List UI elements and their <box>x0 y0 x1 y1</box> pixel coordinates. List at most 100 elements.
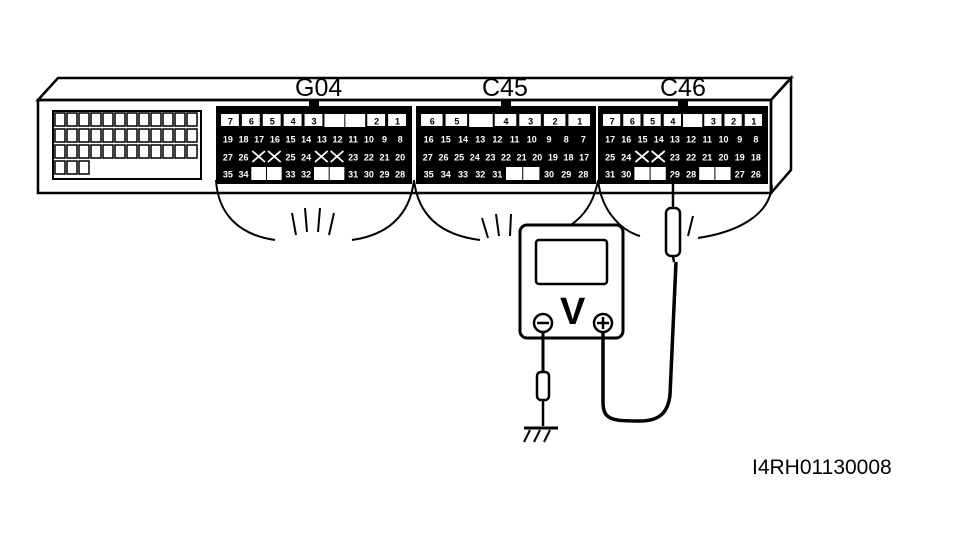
left-grid-cell <box>186 112 198 127</box>
svg-text:19: 19 <box>548 153 558 163</box>
svg-text:19: 19 <box>735 153 745 163</box>
connector-pin <box>329 167 345 180</box>
left-grid-cell <box>126 128 138 143</box>
svg-text:21: 21 <box>702 153 712 163</box>
svg-text:15: 15 <box>441 135 451 145</box>
connector-pin: 29 <box>561 170 571 180</box>
svg-text:3: 3 <box>711 117 716 127</box>
left-grid-cell <box>66 144 78 159</box>
connector-pin: 17 <box>254 135 264 145</box>
positive-lead <box>601 176 682 423</box>
connector-pin: 17 <box>579 153 589 163</box>
connector-pin: 5 <box>262 114 281 127</box>
svg-text:32: 32 <box>301 170 311 180</box>
svg-text:27: 27 <box>223 153 233 163</box>
connector-pin: 35 <box>223 170 233 180</box>
left-grid-cell <box>186 128 198 143</box>
svg-text:23: 23 <box>348 153 358 163</box>
left-grid-cell <box>66 160 78 175</box>
connector-pin: 34 <box>238 170 248 180</box>
meter-voltage-symbol: V <box>560 291 586 333</box>
svg-text:31: 31 <box>492 170 502 180</box>
connector-pin <box>267 167 282 180</box>
svg-text:9: 9 <box>382 135 387 145</box>
connector-pin: 29 <box>379 170 389 180</box>
left-grid-cell <box>138 112 150 127</box>
svg-text:5: 5 <box>270 117 275 127</box>
connector-pin: 8 <box>564 135 569 145</box>
connector-pin: 19 <box>548 153 558 163</box>
connector-pin <box>699 167 715 180</box>
left-grid-cell <box>54 112 66 127</box>
svg-text:24: 24 <box>470 153 480 163</box>
connector-pin: 8 <box>398 135 403 145</box>
svg-text:9: 9 <box>546 135 551 145</box>
svg-text:19: 19 <box>223 135 233 145</box>
svg-text:13: 13 <box>670 135 680 145</box>
negative-lead <box>535 332 551 426</box>
left-grid-cell <box>66 112 78 127</box>
connector-pin: 3 <box>519 114 541 127</box>
connector-pin: 14 <box>301 135 311 145</box>
connector-pin <box>634 167 650 180</box>
connector-pin: 29 <box>670 170 680 180</box>
svg-text:18: 18 <box>751 153 761 163</box>
connector-pin: 32 <box>475 170 485 180</box>
left-grid-cell <box>138 128 150 143</box>
svg-text:20: 20 <box>532 153 542 163</box>
svg-text:12: 12 <box>686 135 696 145</box>
svg-text:13: 13 <box>475 135 485 145</box>
left-grid-cell <box>54 128 66 143</box>
connector-label-g04: G04 <box>295 74 342 102</box>
connector-pin: 1 <box>388 114 406 127</box>
left-grid-cell <box>126 144 138 159</box>
connector-pin <box>324 114 345 127</box>
connector-pin: 12 <box>332 135 342 145</box>
connector-pin: 19 <box>223 135 233 145</box>
connector-label-c45: C45 <box>482 74 528 102</box>
connector-pin: 7 <box>603 114 621 127</box>
connector-pin: 23 <box>485 153 495 163</box>
svg-text:20: 20 <box>718 153 728 163</box>
svg-text:18: 18 <box>564 153 574 163</box>
svg-text:29: 29 <box>670 170 680 180</box>
connector-pin: 21 <box>379 153 389 163</box>
left-grid-cell <box>90 144 102 159</box>
connector-pin: 10 <box>718 135 728 145</box>
svg-text:29: 29 <box>561 170 571 180</box>
svg-text:12: 12 <box>492 135 502 145</box>
connector-pin: 31 <box>492 170 502 180</box>
connector-pin: 6 <box>421 114 443 127</box>
svg-text:22: 22 <box>364 153 374 163</box>
left-grid-cell <box>114 112 126 127</box>
connector-pin: 20 <box>532 153 542 163</box>
connector-pin: 35 <box>424 170 434 180</box>
positive-terminal-icon <box>592 312 614 334</box>
connector-latch <box>678 101 688 108</box>
connector-pin: 30 <box>364 170 374 180</box>
connector-pin: 28 <box>686 170 696 180</box>
svg-text:35: 35 <box>424 170 434 180</box>
svg-text:2: 2 <box>731 117 736 127</box>
svg-text:6: 6 <box>630 117 635 127</box>
svg-text:14: 14 <box>458 135 468 145</box>
connector-pin <box>469 114 493 127</box>
connector-pin: 23 <box>348 153 358 163</box>
svg-text:3: 3 <box>528 117 533 127</box>
connector-pin <box>330 150 344 163</box>
svg-text:27: 27 <box>423 153 433 163</box>
svg-text:7: 7 <box>228 117 233 127</box>
connector-pin: 9 <box>737 135 742 145</box>
left-grid-cell <box>186 144 198 159</box>
svg-text:1: 1 <box>751 117 756 127</box>
left-grid-cell <box>162 144 174 159</box>
svg-text:28: 28 <box>578 170 588 180</box>
wire-harness <box>215 179 773 241</box>
connector-pin: 34 <box>441 170 451 180</box>
connector-pin <box>506 167 523 180</box>
connector-pin: 20 <box>395 153 405 163</box>
connector-pin <box>251 167 266 180</box>
connector-pin: 17 <box>605 135 615 145</box>
